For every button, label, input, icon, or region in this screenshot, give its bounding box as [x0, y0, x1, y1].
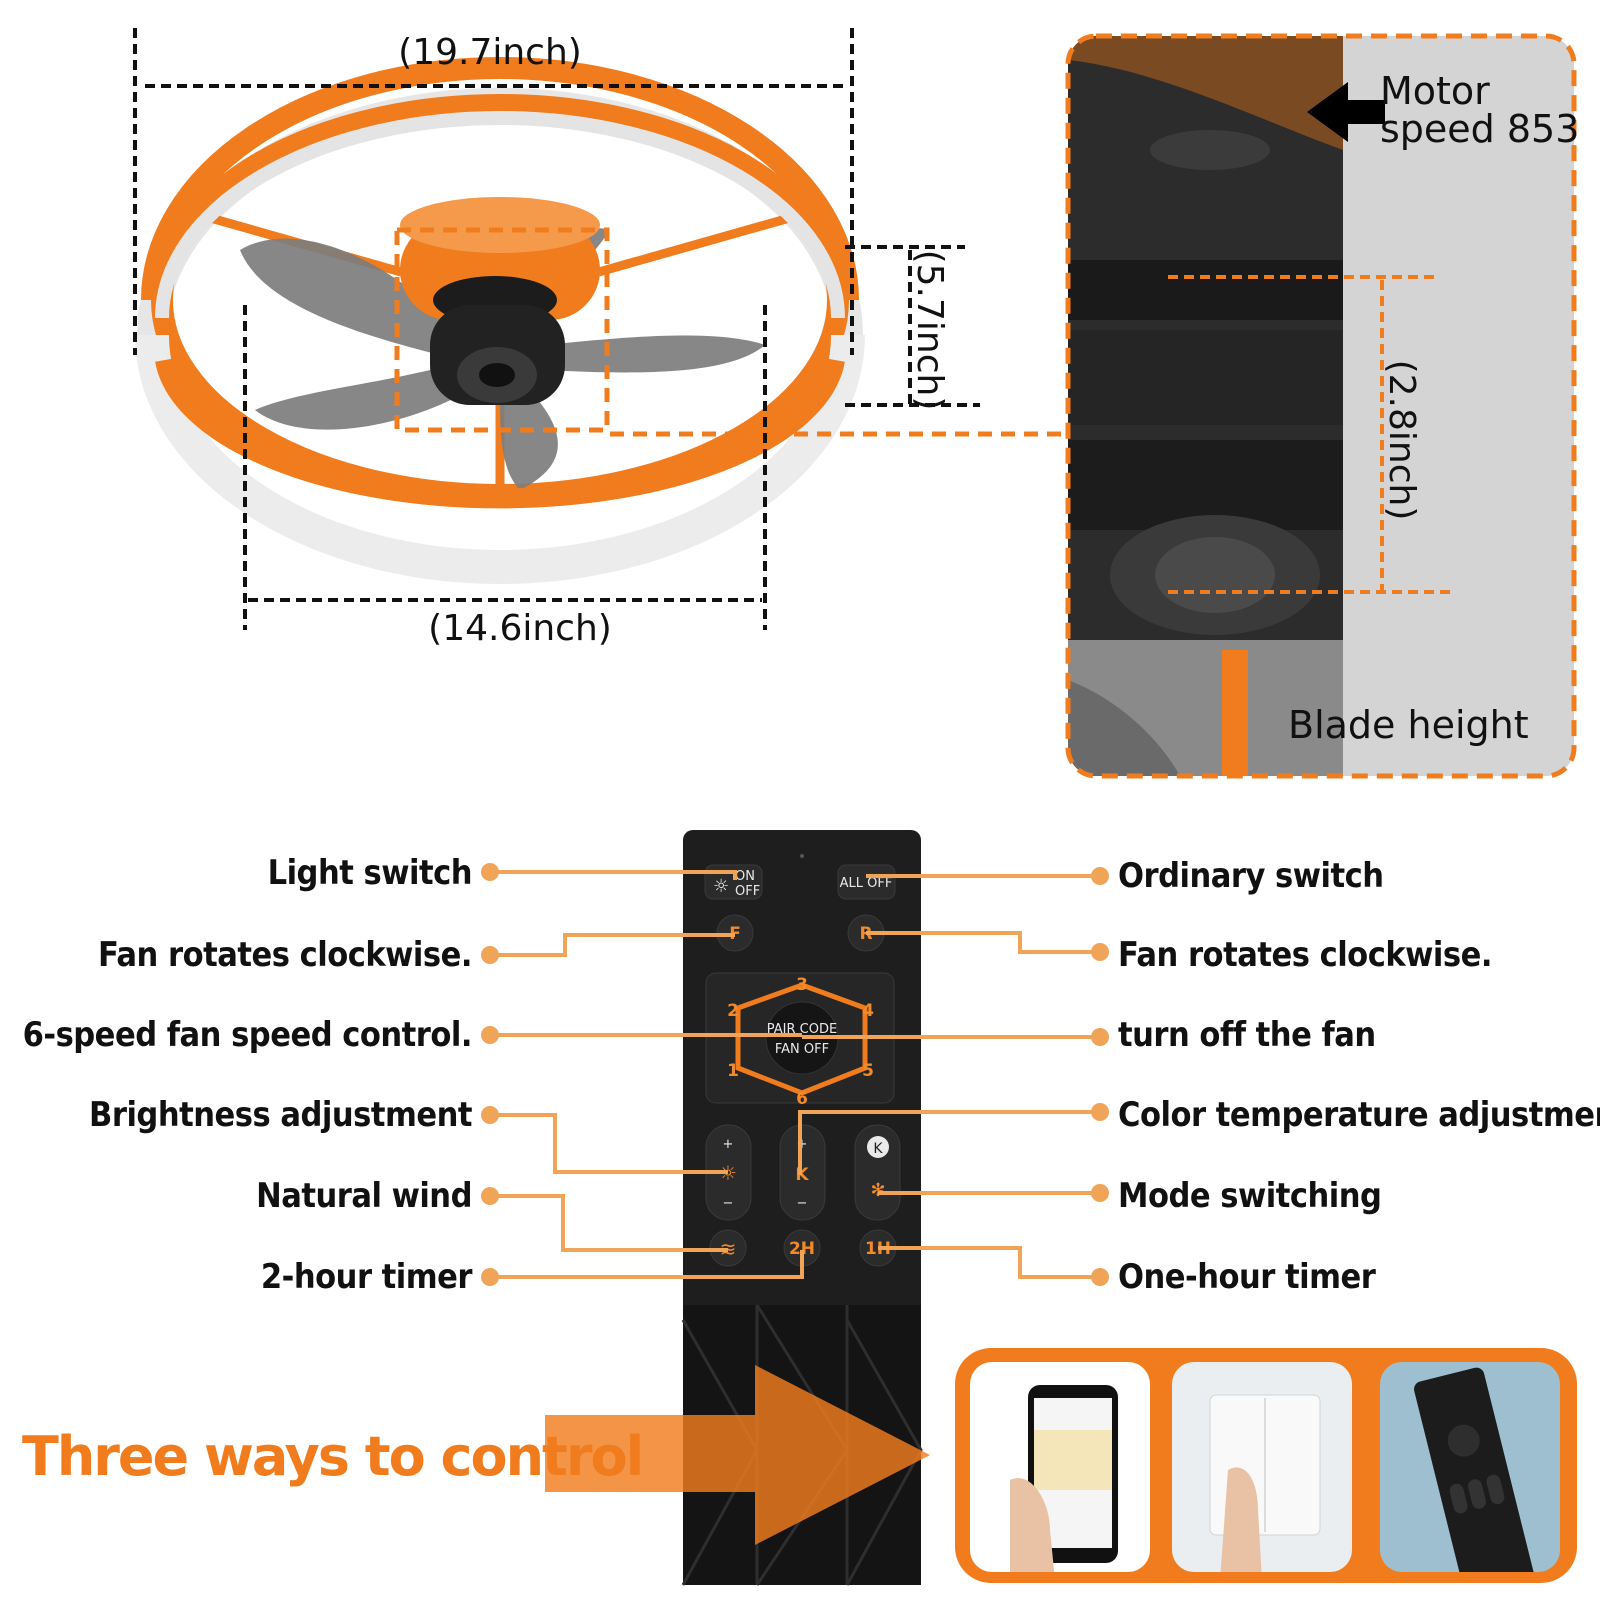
- key-all-off: ALL OFF: [840, 876, 893, 891]
- label-fan-clockwise-left: Fan rotates clockwise.: [98, 935, 472, 975]
- leader-lines: [492, 870, 1098, 1279]
- leader-dots: [481, 863, 1109, 1286]
- brightness-minus: −: [723, 1196, 734, 1211]
- motor-speed-line2: speed 853: [1380, 107, 1579, 151]
- speed-5: 5: [862, 1061, 874, 1081]
- brightness-plus: +: [723, 1137, 734, 1152]
- height-label: (5.7inch): [909, 250, 950, 411]
- key-off: OFF: [735, 884, 760, 899]
- motor-speed-line1: Motor: [1380, 69, 1490, 113]
- fan-product-image: [135, 57, 865, 584]
- label-light-switch: Light switch: [268, 853, 472, 893]
- arrow-right-icon: [545, 1365, 930, 1545]
- color-temp-minus: −: [797, 1196, 808, 1211]
- dimension-lines: [133, 28, 980, 630]
- remote-card: [1380, 1362, 1560, 1572]
- label-turn-off-fan: turn off the fan: [1118, 1015, 1376, 1055]
- label-color-temperature: Color temperature adjustment: [1118, 1095, 1600, 1135]
- mode-icon: ✻: [870, 1180, 885, 1201]
- top-width-label: (19.7inch): [398, 32, 582, 73]
- label-mode-switching: Mode switching: [1118, 1176, 1381, 1216]
- speed-4: 4: [862, 1001, 874, 1021]
- blade-height-label: Blade height: [1288, 703, 1529, 747]
- speed-6: 6: [796, 1089, 808, 1109]
- speed-2: 2: [727, 1001, 739, 1021]
- label-brightness: Brightness adjustment: [89, 1095, 472, 1135]
- label-1h-timer: One-hour timer: [1118, 1257, 1377, 1297]
- key-2h: 2H: [789, 1239, 815, 1259]
- bottom-width-label: (14.6inch): [428, 608, 612, 649]
- key-k-mode: K: [873, 1141, 883, 1157]
- label-2h-timer: 2-hour timer: [261, 1257, 474, 1297]
- label-fan-speed-control: 6-speed fan speed control.: [23, 1015, 472, 1055]
- blade-height-dim-label: (2.8inch): [1381, 360, 1422, 521]
- three-ways-headline: Three ways to control: [22, 1425, 642, 1488]
- motor-closeup-panel: [1065, 33, 1577, 779]
- sun-icon: ☼: [713, 876, 729, 897]
- key-on: ON: [735, 869, 755, 884]
- label-natural-wind: Natural wind: [256, 1176, 472, 1216]
- speed-3: 3: [796, 975, 808, 995]
- phone-app-card: [970, 1362, 1150, 1572]
- label-fan-clockwise-right: Fan rotates clockwise.: [1118, 935, 1492, 975]
- key-fan-off: FAN OFF: [775, 1042, 829, 1057]
- control-methods-panel: [955, 1348, 1577, 1583]
- wall-switch-card: [1172, 1362, 1352, 1572]
- color-temp-k: K: [795, 1165, 809, 1185]
- speed-1: 1: [727, 1061, 739, 1081]
- label-ordinary-switch: Ordinary switch: [1118, 856, 1384, 896]
